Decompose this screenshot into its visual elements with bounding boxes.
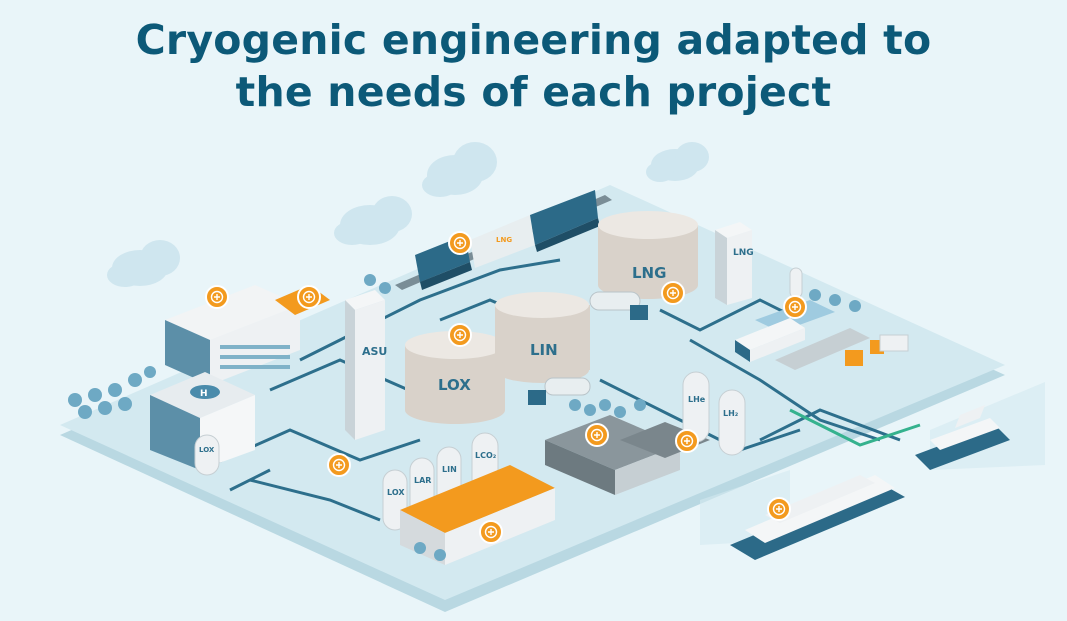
hotspot-helium[interactable]	[675, 429, 699, 453]
tanker-truck	[528, 377, 591, 405]
lng-column: LNG	[715, 222, 754, 305]
office-building	[165, 285, 330, 385]
title-line-2: the needs of each project	[235, 68, 832, 116]
asu-column: ASU	[345, 290, 387, 440]
plus-circle-icon	[453, 236, 467, 250]
plus-circle-icon	[332, 458, 346, 472]
hospital-lox-label: LOX	[199, 446, 215, 454]
hotspot-markers	[205, 231, 807, 544]
cloud-icon	[107, 240, 180, 287]
title-line-1: Cryogenic engineering adapted to	[135, 16, 932, 64]
small-lar-label: LAR	[414, 476, 431, 485]
hotspot-pumps[interactable]	[327, 453, 351, 477]
plus-circle-icon	[680, 434, 694, 448]
helipad-label: H	[200, 389, 208, 399]
trees	[68, 274, 861, 561]
trucks-group	[775, 328, 909, 370]
train-lng-label: LNG	[496, 236, 512, 244]
lng-tank: LNG	[598, 211, 698, 299]
bus	[735, 318, 805, 362]
cloud-icon	[422, 142, 497, 197]
plus-circle-icon	[210, 290, 224, 304]
lin-tank-label: LIN	[530, 341, 558, 359]
hotspot-factory[interactable]	[585, 423, 609, 447]
hotspot-train[interactable]	[448, 231, 472, 255]
cloud-icon	[334, 196, 412, 245]
cruise-ship	[730, 475, 905, 560]
hotspot-fuel-station[interactable]	[783, 295, 807, 319]
small-lox-label: LOX	[387, 488, 405, 497]
pipe-green	[789, 408, 921, 447]
lox-tank-label: LOX	[438, 376, 471, 394]
lin-tank: LIN	[495, 292, 590, 383]
tanker-truck	[589, 291, 648, 320]
page-title: Cryogenic engineering adapted to the nee…	[0, 14, 1067, 118]
lox-tank: LOX	[405, 331, 505, 424]
lh2-tank: LH₂	[718, 389, 746, 456]
asu-label: ASU	[362, 345, 387, 358]
cloud-icon	[646, 142, 709, 182]
lhe-label: LHe	[688, 395, 706, 404]
plus-circle-icon	[772, 502, 786, 516]
plus-circle-icon	[484, 525, 498, 539]
hotspot-office[interactable]	[205, 285, 229, 309]
small-lin-label: LIN	[442, 465, 457, 474]
cargo-ship	[915, 405, 1010, 470]
hotspot-warehouse[interactable]	[479, 520, 503, 544]
train: LNG	[415, 190, 600, 290]
plus-circle-icon	[302, 290, 316, 304]
hotspot-storage-tanks[interactable]	[448, 323, 472, 347]
plus-circle-icon	[453, 328, 467, 342]
hotspot-lng-tank[interactable]	[661, 281, 685, 305]
small-lco2-label: LCO₂	[475, 451, 497, 460]
plus-circle-icon	[666, 286, 680, 300]
plus-circle-icon	[788, 300, 802, 314]
hotspot-workshop[interactable]	[297, 285, 321, 309]
plus-circle-icon	[590, 428, 604, 442]
lh2-label: LH₂	[723, 409, 739, 418]
factory-building	[545, 415, 710, 495]
hotspot-cruise-ship[interactable]	[767, 497, 791, 521]
hospital-building: H LOX	[150, 372, 255, 476]
lng-column-label: LNG	[733, 248, 754, 258]
lng-tank-label: LNG	[632, 264, 666, 282]
